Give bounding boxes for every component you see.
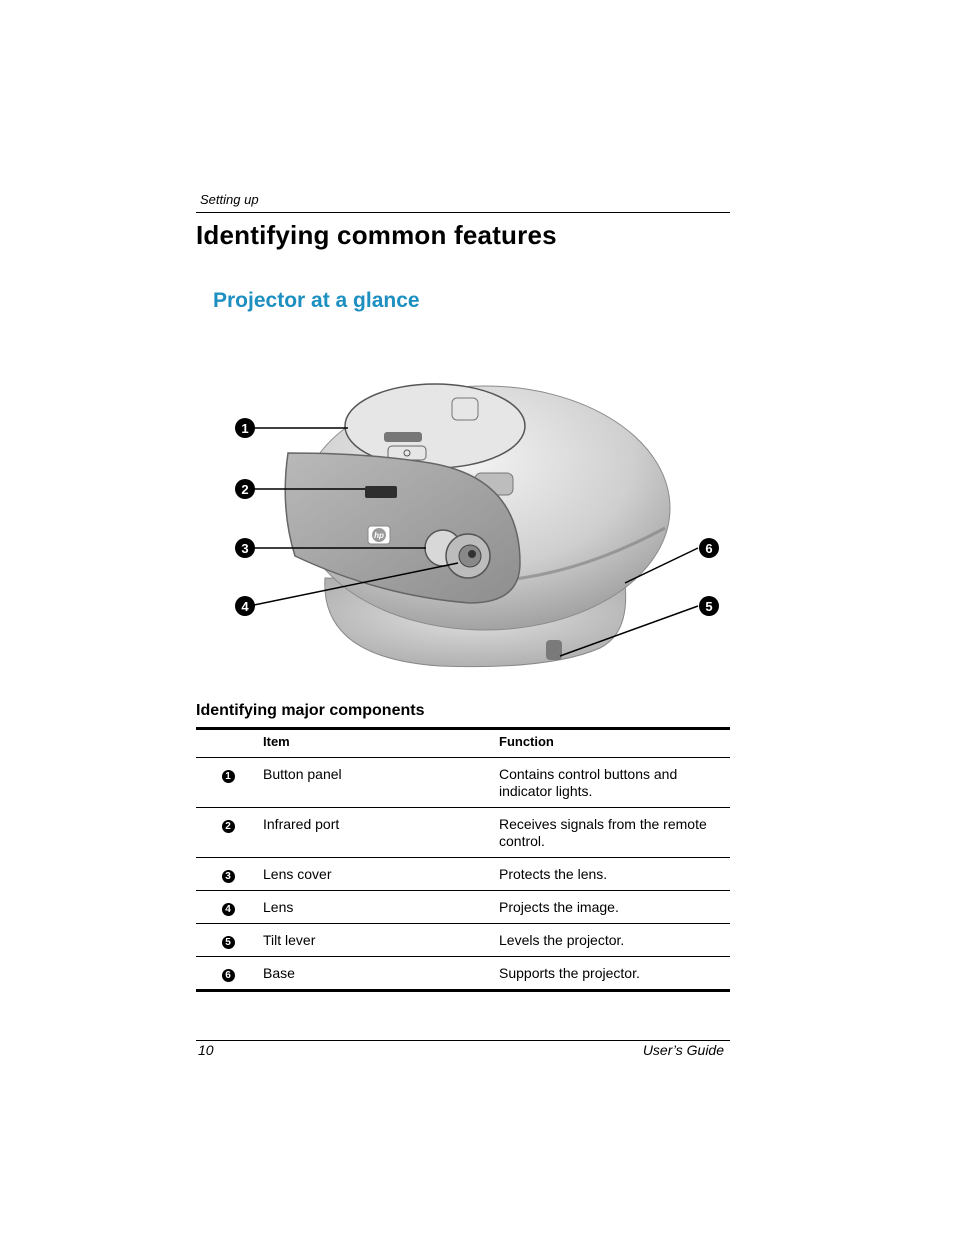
table-row: 3 Lens cover Protects the lens. xyxy=(196,857,730,891)
hp-logo: hp xyxy=(374,531,384,540)
callout-6: 6 xyxy=(699,538,719,558)
callout-2: 2 xyxy=(235,479,255,499)
infrared-port xyxy=(365,486,397,498)
running-header: Setting up xyxy=(200,192,259,207)
function-cell: Supports the projector. xyxy=(499,956,730,991)
header-function: Function xyxy=(499,734,554,749)
table-row: 6 Base Supports the projector. xyxy=(196,956,730,991)
callout-3: 3 xyxy=(235,538,255,558)
footer-guide-title: User’s Guide xyxy=(642,1042,724,1058)
components-table: Item Function 1 Button panel Contains co… xyxy=(196,727,730,992)
svg-text:5: 5 xyxy=(705,599,712,614)
item-cell: Lens xyxy=(263,890,499,924)
function-cell: Receives signals from the remote control… xyxy=(499,807,730,858)
callout-1: 1 xyxy=(235,418,255,438)
row-number-badge: 2 xyxy=(221,820,235,833)
function-cell: Levels the projector. xyxy=(499,923,730,957)
table-header-row: Item Function xyxy=(196,729,730,758)
table-caption: Identifying major components xyxy=(196,702,425,719)
table-row: 1 Button panel Contains control buttons … xyxy=(196,757,730,808)
header-number xyxy=(196,729,263,758)
tilt-lever xyxy=(546,640,562,660)
svg-text:4: 4 xyxy=(241,599,249,614)
section-title: Projector at a glance xyxy=(213,289,420,312)
callout-5: 5 xyxy=(699,596,719,616)
svg-text:3: 3 xyxy=(241,541,248,556)
table-row: 5 Tilt lever Levels the projector. xyxy=(196,923,730,957)
projector-illustration: hp 1 2 3 4 5 xyxy=(235,383,719,668)
header-rule xyxy=(196,212,730,213)
page-title: Identifying common features xyxy=(196,220,557,250)
item-cell: Tilt lever xyxy=(263,923,499,957)
table-row: 4 Lens Projects the image. xyxy=(196,890,730,924)
row-number-badge: 6 xyxy=(221,969,235,982)
row-number-badge: 4 xyxy=(221,903,235,916)
svg-text:1: 1 xyxy=(241,421,248,436)
header-item: Item xyxy=(263,734,290,749)
footer-rule xyxy=(196,1040,730,1041)
row-number-badge: 5 xyxy=(221,936,235,949)
table-row: 2 Infrared port Receives signals from th… xyxy=(196,807,730,858)
item-cell: Lens cover xyxy=(263,857,499,891)
svg-text:6: 6 xyxy=(705,541,712,556)
function-cell: Protects the lens. xyxy=(499,857,730,891)
svg-text:2: 2 xyxy=(241,482,248,497)
function-cell: Projects the image. xyxy=(499,890,730,924)
callout-4: 4 xyxy=(235,596,255,616)
function-cell: Contains control buttons and indicator l… xyxy=(499,757,730,808)
row-number-badge: 3 xyxy=(221,870,235,883)
item-cell: Button panel xyxy=(263,757,499,808)
item-cell: Infrared port xyxy=(263,807,499,858)
row-number-badge: 1 xyxy=(221,770,235,783)
item-cell: Base xyxy=(263,956,499,991)
projector-figure: hp 1 2 3 4 5 xyxy=(230,378,730,678)
page-number: 10 xyxy=(198,1042,214,1058)
